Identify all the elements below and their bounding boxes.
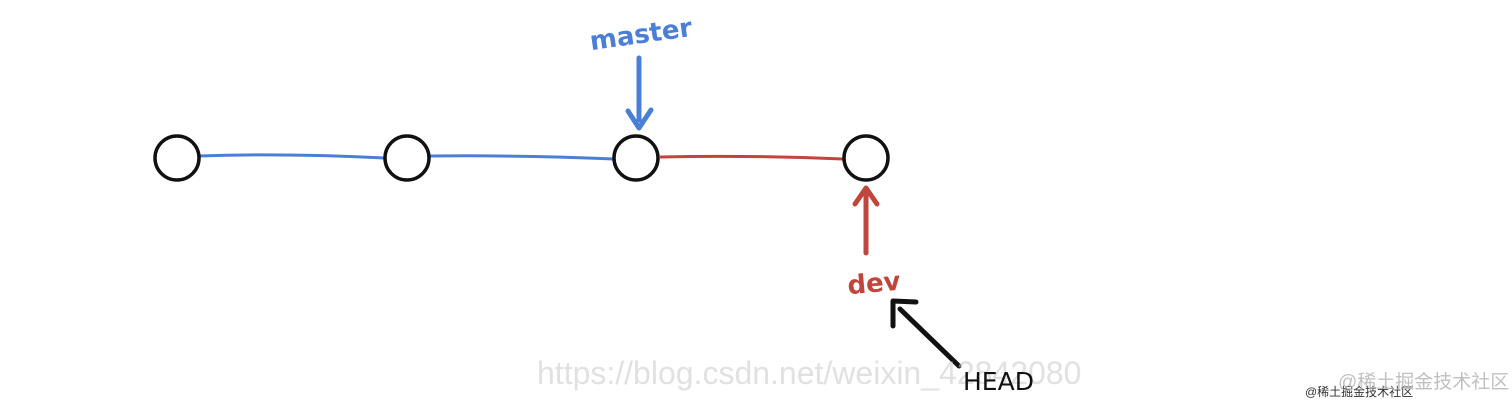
commit-node: [153, 134, 201, 182]
head-arrow: [890, 298, 962, 369]
csdn-watermark: https://blog.csdn.net/weixin_42842080: [537, 355, 1081, 391]
head-label: HEAD: [963, 367, 1034, 396]
dev-label: dev: [846, 267, 902, 302]
edge-c1-c2: [197, 153, 385, 160]
master-arrow: [625, 55, 654, 131]
edge-c2-c3: [429, 154, 615, 161]
juejin-watermark-small: @稀土掘金技术社区: [1305, 384, 1413, 399]
commit-node: [612, 134, 660, 182]
juejin-watermark: @稀土掘金技术社区: [1338, 371, 1509, 393]
commit-node: [842, 134, 890, 182]
edge-c3-c4: [659, 154, 844, 161]
commit-node: [383, 134, 431, 182]
master-label: master: [588, 13, 694, 57]
dev-arrow: [852, 185, 880, 256]
